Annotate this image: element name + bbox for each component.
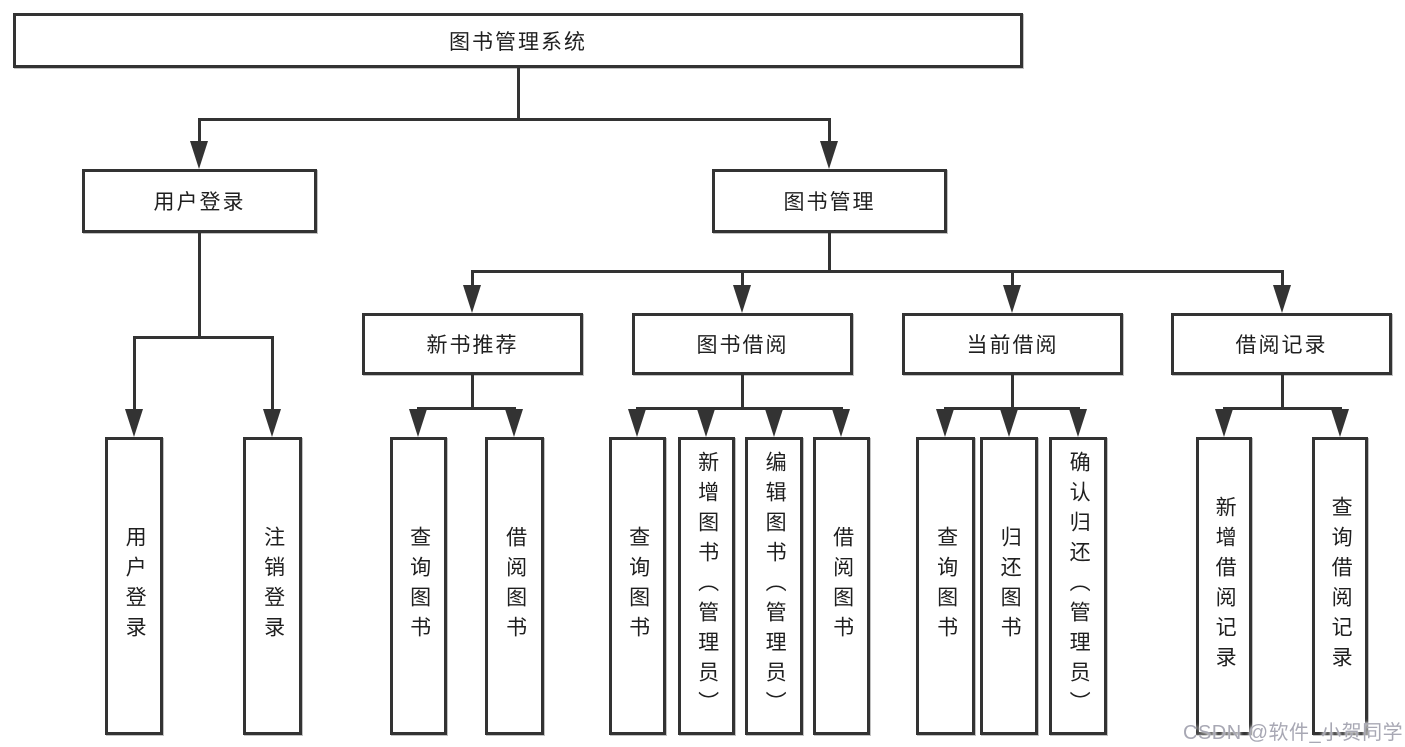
leaf-confirm-return-admin: 确认归还（管理员） xyxy=(1049,437,1107,735)
connector-book-mgmt-stub xyxy=(828,233,831,270)
node-book-borrowing: 图书借阅 xyxy=(632,313,853,375)
connector-rail xyxy=(1223,407,1342,410)
leaf-edit-books-admin: 编辑图书（管理员） xyxy=(745,437,803,735)
node-label: 图书管理 xyxy=(783,191,876,214)
node-label: 用户登录 xyxy=(153,191,246,214)
arrow-down-icon xyxy=(463,285,481,313)
arrow-down-icon xyxy=(628,409,646,437)
connector-rail xyxy=(417,407,516,410)
node-label: 图书借阅 xyxy=(696,334,789,357)
connector-user-login-rail xyxy=(133,336,274,339)
connector-to-book-mgmt xyxy=(828,118,831,144)
connector-to-user-login xyxy=(198,118,201,144)
node-new-book-recommend: 新书推荐 xyxy=(362,313,583,375)
arrow-down-icon xyxy=(936,409,954,437)
arrow-down-icon xyxy=(190,141,208,169)
node-label: 查询图书 xyxy=(934,526,958,646)
connector-stub xyxy=(741,375,744,407)
node-label: 新增图书（管理员） xyxy=(695,451,719,721)
node-label: 归还图书 xyxy=(998,526,1022,646)
leaf-query-borrow-record: 查询借阅记录 xyxy=(1312,437,1368,735)
connector-to-borrow-records xyxy=(1281,270,1284,288)
leaf-add-books-admin: 新增图书（管理员） xyxy=(678,437,735,735)
connector-to-book-borrow xyxy=(741,270,744,288)
leaf-query-books-borrow: 查询图书 xyxy=(609,437,666,735)
arrow-down-icon xyxy=(1000,409,1018,437)
leaf-query-books-current: 查询图书 xyxy=(916,437,975,735)
node-label: 查询图书 xyxy=(407,526,431,646)
connector-rail xyxy=(636,407,843,410)
arrow-down-icon xyxy=(1331,409,1349,437)
arrow-down-icon xyxy=(1069,409,1087,437)
connector-to-new-book xyxy=(471,270,474,288)
arrow-down-icon xyxy=(1003,285,1021,313)
node-label: 编辑图书（管理员） xyxy=(763,451,787,721)
node-label: 确认归还（管理员） xyxy=(1067,451,1091,721)
arrow-down-icon xyxy=(505,409,523,437)
node-label: 借阅图书 xyxy=(503,526,527,646)
node-current-borrowing: 当前借阅 xyxy=(902,313,1123,375)
connector-root-stub xyxy=(517,68,520,118)
node-label: 当前借阅 xyxy=(966,334,1059,357)
leaf-return-books: 归还图书 xyxy=(980,437,1038,735)
leaf-borrow-books-recommend: 借阅图书 xyxy=(485,437,544,735)
node-label: 查询图书 xyxy=(626,526,650,646)
arrow-down-icon xyxy=(697,409,715,437)
arrow-down-icon xyxy=(820,141,838,169)
arrow-down-icon xyxy=(765,409,783,437)
connector-to-current-borrow xyxy=(1011,270,1014,288)
connector-user-login-stub xyxy=(198,233,201,336)
connector-stub xyxy=(1011,375,1014,407)
connector-stub xyxy=(471,375,474,407)
node-label: 用户登录 xyxy=(123,526,147,646)
arrow-down-icon xyxy=(1273,285,1291,313)
leaf-borrow-books: 借阅图书 xyxy=(813,437,870,735)
arrow-down-icon xyxy=(409,409,427,437)
node-label: 借阅图书 xyxy=(830,526,854,646)
node-book-management: 图书管理 xyxy=(712,169,947,233)
arrow-down-icon xyxy=(1215,409,1233,437)
connector-stub xyxy=(1281,375,1284,407)
node-label: 借阅记录 xyxy=(1235,334,1328,357)
connector-rail xyxy=(944,407,1080,410)
watermark: CSDN @软件_小贺同学 xyxy=(1183,722,1404,744)
node-user-login: 用户登录 xyxy=(82,169,317,233)
node-label: 图书管理系统 xyxy=(449,30,587,54)
node-borrowing-records: 借阅记录 xyxy=(1171,313,1392,375)
arrow-down-icon xyxy=(733,285,751,313)
connector-book-mgmt-rail xyxy=(471,270,1284,273)
node-label: 查询借阅记录 xyxy=(1329,496,1353,676)
connector-to-leaf xyxy=(271,336,274,411)
node-label: 新增借阅记录 xyxy=(1213,496,1237,676)
arrow-down-icon xyxy=(263,409,281,437)
node-library-management-system: 图书管理系统 xyxy=(13,13,1023,68)
connector-to-leaf xyxy=(133,336,136,411)
node-label: 注销登录 xyxy=(261,526,285,646)
node-label: 新书推荐 xyxy=(426,334,519,357)
leaf-user-login: 用户登录 xyxy=(105,437,163,735)
leaf-add-borrow-record: 新增借阅记录 xyxy=(1196,437,1252,735)
arrow-down-icon xyxy=(832,409,850,437)
leaf-logout: 注销登录 xyxy=(243,437,302,735)
connector-root-rail xyxy=(198,118,831,121)
leaf-query-books-recommend: 查询图书 xyxy=(390,437,447,735)
arrow-down-icon xyxy=(125,409,143,437)
